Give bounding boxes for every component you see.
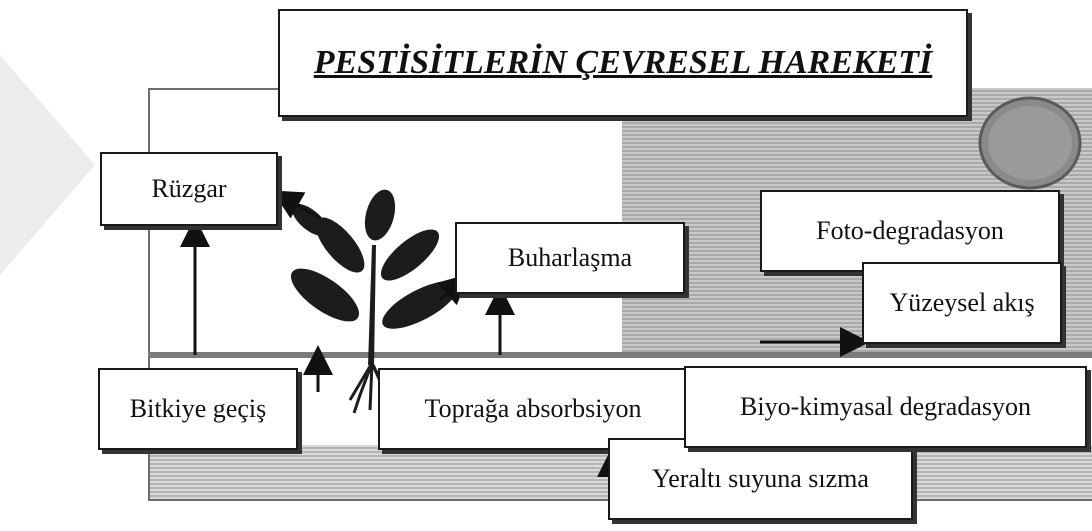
label-ruzgar: Rüzgar (100, 152, 278, 226)
label-buharlasma: Buharlaşma (455, 222, 685, 294)
diagram-title: PESTİSİTLERİN ÇEVRESEL HAREKETİ (278, 9, 968, 117)
label-biyo-kimyasal-degradasyon: Biyo-kimyasal degradasyon (684, 366, 1087, 448)
sun-icon (972, 88, 1092, 198)
label-yeralti-suyuna-sizma: Yeraltı suyuna sızma (608, 438, 913, 520)
watermark-shape (0, 55, 95, 275)
label-bitkiye-gecis: Bitkiye geçiş (98, 368, 298, 450)
label-foto-degradasyon: Foto-degradasyon (760, 190, 1060, 272)
label-yuzeysel-akis: Yüzeysel akış (862, 262, 1062, 344)
